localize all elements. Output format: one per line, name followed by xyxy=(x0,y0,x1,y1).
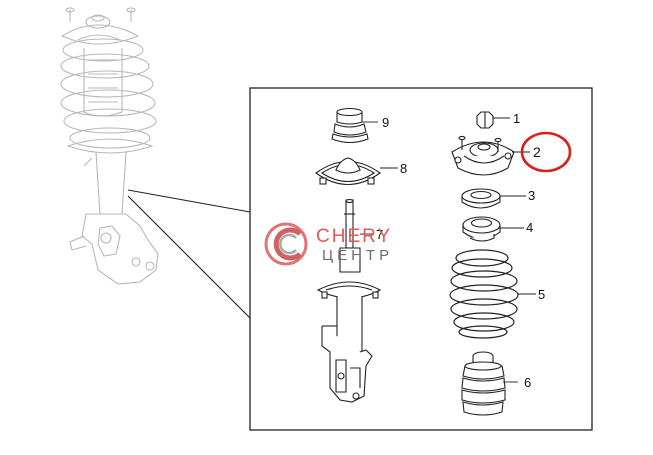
zoom-callout-lines xyxy=(127,189,251,319)
callout-2: 2 xyxy=(533,144,541,160)
watermark-subtitle: ЦЕНТР xyxy=(322,247,394,264)
overview-strut-assembly xyxy=(60,7,159,285)
coil-spring-part xyxy=(449,249,536,339)
callout-1: 1 xyxy=(513,111,521,126)
bump-stop-part xyxy=(331,107,378,144)
callout-3: 3 xyxy=(528,188,536,203)
highlight-circle xyxy=(520,131,572,173)
bearing-part xyxy=(461,188,526,209)
upper-spring-seat-part xyxy=(315,157,398,185)
spring-insulator-part xyxy=(462,216,524,242)
callout-8: 8 xyxy=(400,161,408,176)
top-mount-part xyxy=(451,135,530,176)
callout-5: 5 xyxy=(538,287,546,302)
watermark-brand: CHERY xyxy=(316,226,393,247)
callout-7: 7 xyxy=(376,227,384,242)
callout-9: 9 xyxy=(382,115,390,130)
callout-6: 6 xyxy=(524,375,532,390)
shock-absorber-part xyxy=(316,198,382,403)
dust-boot-part xyxy=(461,351,518,416)
callout-4: 4 xyxy=(526,220,534,235)
watermark-logo-icon xyxy=(264,222,308,266)
nut-part xyxy=(476,111,510,129)
detail-frame xyxy=(249,87,593,431)
